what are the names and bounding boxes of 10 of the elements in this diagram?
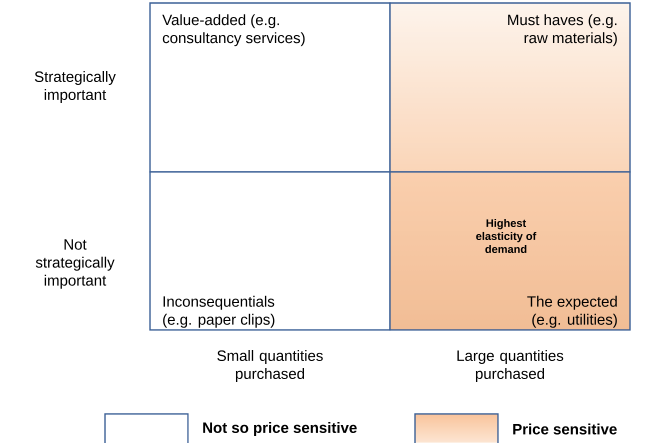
legend-label: Price sensitive — [513, 423, 617, 434]
quadrant-cell: Inconsequentials (e.g. paper clips) — [149, 171, 391, 331]
quadrant-cell: Must haves (e.g. raw materials) — [389, 2, 631, 173]
axis-label: Large quantities purchased — [457, 350, 564, 382]
axis-label: Small quantities purchased — [217, 350, 323, 382]
quadrant-cell: Value-added (e.g. consultancy services) — [149, 2, 391, 173]
legend-label: Not so price sensitive — [203, 422, 357, 436]
axis-label: Strategically important — [34, 71, 116, 103]
axis-label: Not strategically important — [36, 239, 115, 289]
quadrant-cell: Highest elasticity of demand The expected (e.g. utilities) — [389, 171, 631, 331]
